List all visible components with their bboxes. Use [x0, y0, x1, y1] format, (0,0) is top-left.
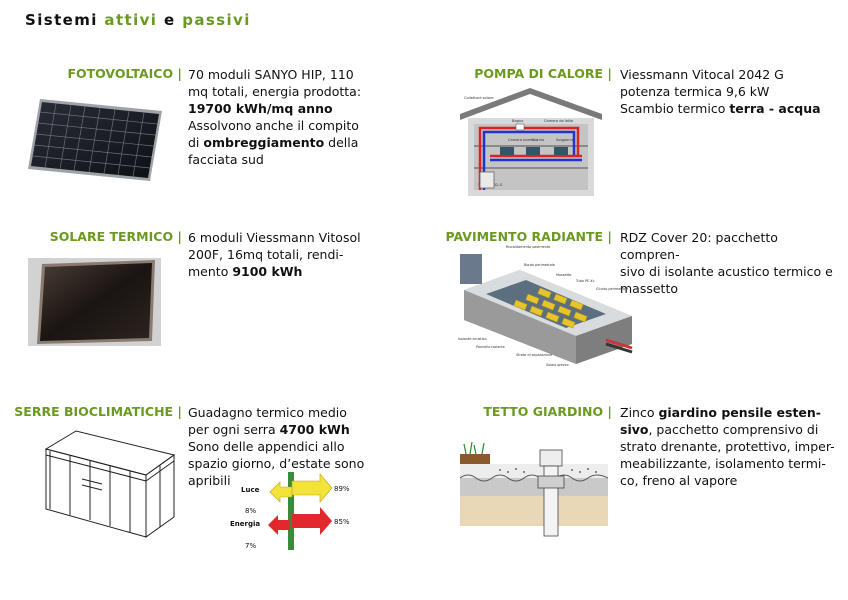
text-run: Assolvono anche il compito [188, 118, 359, 133]
chart-energia-out: 7% [245, 542, 256, 550]
text-line: 19700 kWh/mq anno [188, 100, 368, 117]
text-run: mento [188, 264, 233, 279]
page-title: Sistemi attivi e passivi [25, 11, 251, 29]
text-run: della [324, 135, 359, 150]
section-label-solare: SOLARE TERMICO | [49, 229, 182, 244]
floor-label-7: Strato di separazione [516, 353, 552, 357]
radiant-floor-diagram: Riscaldamento pavimento Bordo perimetral… [458, 245, 633, 367]
bold-run: sivo [620, 422, 649, 437]
text-line: Zinco giardino pensile esten- [620, 404, 835, 421]
section-text-tetto: Zinco giardino pensile esten-sivo, pacch… [620, 404, 835, 489]
text-run: massetto [620, 281, 679, 296]
text-line: mq totali, energia prodotta: [188, 83, 368, 100]
text-line: Guadagno termico medio [188, 404, 368, 421]
text-line: massetto [620, 280, 835, 297]
section-label-serre: SERRE BIOCLIMATICHE | [14, 404, 182, 419]
text-run: meabilizzante, isolamento termi- [620, 456, 826, 471]
label-living: Soggiorno [556, 138, 574, 142]
text-line: meabilizzante, isolamento termi- [620, 455, 835, 472]
label-bath: Bagno [512, 119, 523, 123]
text-run: co, freno al vapore [620, 473, 738, 488]
floor-label-5: Isolante acustico [458, 337, 487, 341]
text-line: Scambio termico terra - acqua [620, 100, 835, 117]
text-line: di ombreggiamento della [188, 134, 368, 151]
greenhouse-energy-chart: Luce 89% 8% Energia 85% 7% [230, 472, 350, 550]
text-run: Zinco [620, 405, 659, 420]
text-line: per ogni serra 4700 kWh [188, 421, 368, 438]
chart-luce-out: 8% [245, 507, 256, 515]
text-line: 200F, 16mq totali, rendi- [188, 246, 368, 263]
chart-energia-label: Energia [230, 520, 260, 528]
section-text-fotovoltaico: 70 moduli SANYO HIP, 110 mq totali, energ… [188, 66, 368, 168]
bold-run: 4700 kWh [279, 422, 350, 437]
floor-label-0: Riscaldamento pavimento [506, 245, 550, 249]
text-line: sivo, pacchetto comprensivo di [620, 421, 835, 438]
text-run: RDZ Cover 20: pacchetto compren- [620, 230, 778, 262]
floor-label-8: Solaio grezzo [546, 363, 569, 367]
text-line: spazio giorno, d’estate sono [188, 455, 368, 472]
bold-run: giardino pensile esten- [658, 405, 821, 420]
text-run: Viessmann Vitocal 2042 G [620, 67, 784, 82]
label-kitchen: Cucina [532, 138, 544, 142]
solar-thermal-collector-image [28, 258, 161, 346]
text-run: spazio giorno, d’estate sono [188, 456, 365, 471]
text-run: apribili [188, 473, 231, 488]
text-line: potenza termica 9,6 kW [620, 83, 835, 100]
chart-luce-in: 89% [334, 485, 350, 493]
label-collector: Collettore solare [464, 96, 494, 100]
text-line: facciata sud [188, 151, 368, 168]
section-label-fotovoltaico: FOTOVOLTAICO | [67, 66, 182, 81]
bold-run: 9100 kWh [232, 264, 303, 279]
text-line: Viessmann Vitocal 2042 G [620, 66, 835, 83]
text-run: facciata sud [188, 152, 264, 167]
label-bedroom2: Camera bambini [508, 138, 538, 142]
bold-run: terra - acqua [729, 101, 821, 116]
photovoltaic-panel-image [28, 99, 162, 181]
text-run: , pacchetto comprensivo di [648, 422, 819, 437]
text-run: Sono delle appendici allo [188, 439, 345, 454]
text-run: Scambio termico [620, 101, 730, 116]
chart-luce-label: Luce [241, 486, 260, 494]
text-run: 70 moduli SANYO HIP, 110 [188, 67, 354, 82]
text-line: co, freno al vapore [620, 472, 835, 489]
section-label-pompa: POMPA DI CALORE | [474, 66, 612, 81]
text-line: Sono delle appendici allo [188, 438, 368, 455]
chart-energia-in: 85% [334, 518, 350, 526]
text-line: sivo di isolante acustico termico e [620, 263, 835, 280]
section-text-pavimento: RDZ Cover 20: pacchetto compren-sivo di … [620, 229, 835, 297]
text-run: mq totali, energia prodotta: [188, 84, 362, 99]
text-line: mento 9100 kWh [188, 263, 368, 280]
section-text-pompa: Viessmann Vitocal 2042 G potenza termica … [620, 66, 835, 117]
bold-run: ombreggiamento [203, 135, 325, 150]
text-line: apribili [188, 472, 368, 489]
bold-run: 19700 kWh/mq anno [188, 101, 333, 116]
section-label-pavimento: PAVIMENTO RADIANTE | [445, 229, 612, 244]
text-line: Assolvono anche il compito [188, 117, 368, 134]
text-line: 6 moduli Viessmann Vitosol [188, 229, 368, 246]
floor-label-3: Tubo PE-Xc [575, 279, 595, 283]
text-run: strato drenante, protettivo, imper- [620, 439, 835, 454]
floor-label-4: Giunto perimetrale [596, 287, 628, 291]
floor-label-6: Pannello isolante [476, 345, 505, 349]
text-run: Guadagno termico medio [188, 405, 347, 420]
text-line: 70 moduli SANYO HIP, 110 [188, 66, 368, 83]
text-run: per ogni serra [188, 422, 280, 437]
greenhouse-drawing [44, 430, 176, 538]
label-room: Camera da letto [544, 119, 573, 123]
text-run: sivo di isolante acustico termico e [620, 264, 833, 279]
section-label-tetto: TETTO GIARDINO | [483, 404, 612, 419]
text-run: di [188, 135, 204, 150]
floor-label-2: Massetto [556, 273, 571, 277]
text-run: potenza termica 9,6 kW [620, 84, 770, 99]
text-run: 6 moduli Viessmann Vitosol [188, 230, 361, 245]
floor-label-1: Bordo perimetrale [524, 263, 555, 267]
section-text-solare: 6 moduli Viessmann Vitosol 200F, 16mq tot… [188, 229, 368, 280]
green-roof-diagram [460, 441, 608, 537]
heat-pump-house-diagram: Collettore solare Bagno Camera da letto … [460, 88, 602, 196]
text-line: strato drenante, protettivo, imper- [620, 438, 835, 455]
text-line: RDZ Cover 20: pacchetto compren- [620, 229, 835, 263]
text-run: 200F, 16mq totali, rendi- [188, 247, 344, 262]
